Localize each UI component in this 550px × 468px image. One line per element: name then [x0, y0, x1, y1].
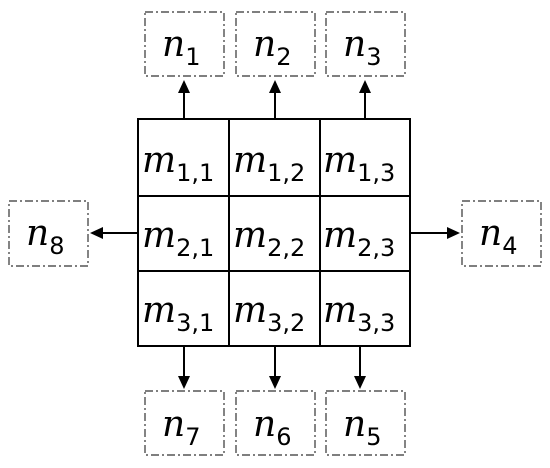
cell-label-3-3: m3,3	[323, 290, 395, 337]
cell-3-3	[319, 270, 411, 347]
neighbor-label-n6: n6	[253, 404, 291, 451]
cell-label-3-1: m3,1	[142, 290, 214, 337]
neighbor-label-n7: n7	[162, 404, 200, 451]
neighbor-box-n5	[325, 390, 406, 456]
neighbor-box-n4	[461, 200, 542, 267]
neighbor-label-n3: n3	[343, 24, 381, 71]
neighbor-label-n1: n1	[162, 24, 200, 71]
arrow-head-n8	[90, 227, 103, 239]
neighbor-label-n2: n2	[253, 24, 291, 71]
neighbor-box-n7	[144, 390, 225, 456]
neighbor-box-n6	[235, 390, 316, 456]
arrow-head-n5	[354, 376, 366, 389]
neighbor-label-n4: n4	[479, 213, 517, 260]
cell-label-2-2: m2,2	[233, 215, 305, 262]
cell-label-2-3: m2,3	[323, 215, 395, 262]
neighbor-label-n8: n8	[26, 213, 64, 260]
arrow-head-n6	[269, 376, 281, 389]
neighbor-box-n1	[144, 11, 225, 77]
arrow-head-n4	[447, 227, 460, 239]
cell-label-1-1: m1,1	[142, 140, 214, 187]
arrow-head-n2	[269, 80, 281, 93]
arrow-head-n3	[359, 80, 371, 93]
cell-label-3-2: m3,2	[233, 290, 305, 337]
neighbor-box-n8	[8, 200, 89, 267]
arrow-head-n1	[178, 80, 190, 93]
arrow-head-n7	[178, 376, 190, 389]
neighbor-label-n5: n5	[343, 404, 381, 451]
neighbor-boxes	[8, 11, 542, 456]
matrix-labels: m1,1 m1,2 m1,3 m2,1 m2,2 m2,3 m3,1 m3,2 …	[142, 140, 395, 337]
cell-label-2-1: m2,1	[142, 215, 214, 262]
neighbor-box-n2	[235, 11, 316, 77]
cell-label-1-2: m1,2	[233, 140, 305, 187]
neighbor-labels: n1 n2 n3 n4 n5 n6 n7 n8	[26, 24, 517, 451]
arrows	[90, 80, 460, 389]
cell-label-1-3: m1,3	[323, 140, 395, 187]
neighbor-box-n3	[325, 11, 406, 77]
